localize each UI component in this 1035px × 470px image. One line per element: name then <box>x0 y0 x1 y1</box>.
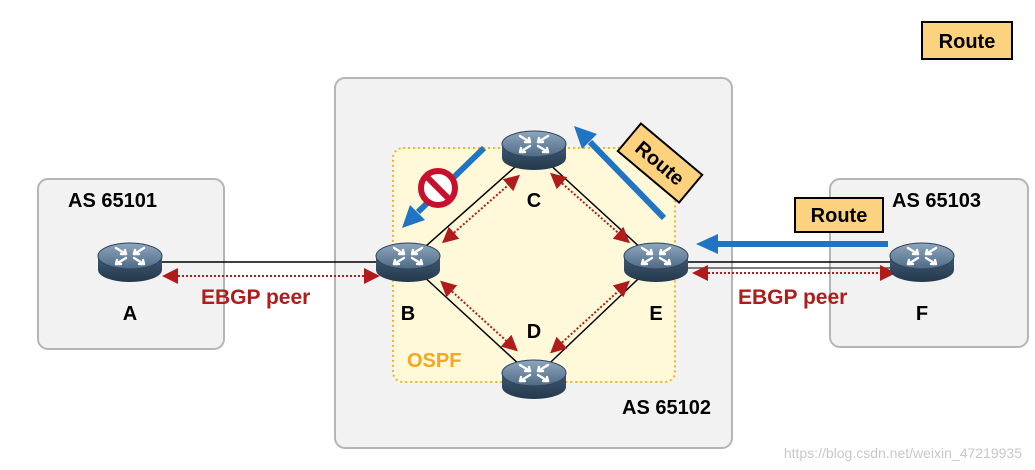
router-c-icon <box>500 129 568 172</box>
ibgp-peer-arrow-bd <box>440 280 518 352</box>
router-b-label: B <box>401 303 415 325</box>
as-65103-label: AS 65103 <box>892 190 981 212</box>
router-e-label: E <box>649 303 662 325</box>
legend-route-box <box>921 21 1013 60</box>
route-tag-incoming <box>794 197 884 233</box>
route-arrow-f-to-e <box>696 234 888 254</box>
ebgp-peer-label-left: EBGP peer <box>201 286 310 309</box>
ibgp-peer-arrow-bc <box>441 174 521 244</box>
router-f-icon <box>888 241 956 284</box>
as-65102-label: AS 65102 <box>622 397 711 419</box>
router-d-icon <box>500 358 568 401</box>
router-a-label: A <box>123 303 137 325</box>
ebgp-peer-label-right: EBGP peer <box>738 286 847 309</box>
route-tag-tilted: Route <box>616 122 704 204</box>
router-b-icon <box>374 241 442 284</box>
route-arrow-e-to-c <box>574 126 667 221</box>
deny-icon <box>418 168 458 208</box>
watermark: https://blog.csdn.net/weixin_47219935 <box>784 445 1022 461</box>
ibgp-peer-arrow-de <box>550 280 630 354</box>
ibgp-peer-arrow-ce <box>550 172 630 244</box>
router-e-icon <box>622 241 690 284</box>
router-c-label: C <box>527 190 541 212</box>
router-d-label: D <box>527 321 541 343</box>
as-65101-label: AS 65101 <box>68 190 157 212</box>
route-tag-incoming-label: Route <box>811 205 868 227</box>
router-a-icon <box>96 241 164 284</box>
router-f-label: F <box>916 303 928 325</box>
legend-route-label: Route <box>939 31 996 53</box>
ospf-label: OSPF <box>407 350 461 372</box>
